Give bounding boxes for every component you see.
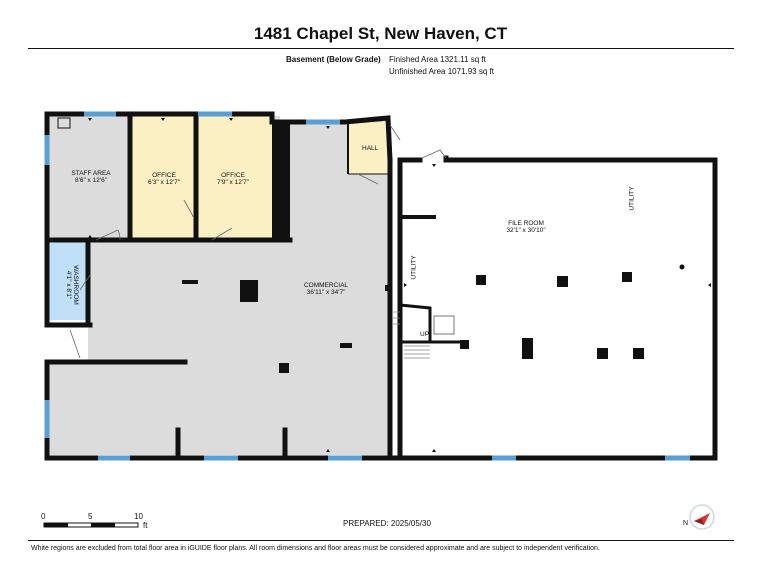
room-name: OFFICE (221, 172, 245, 179)
room-name: OFFICE (152, 172, 176, 179)
room-fill-commercial (48, 120, 390, 455)
scale-unit: ft (143, 521, 148, 530)
room-staff-area: STAFF AREA 8'6" x 12'6" (70, 170, 112, 184)
room-fill-office-1 (130, 116, 196, 240)
room-office-2: OFFICE 7'9" x 12'7" (213, 172, 253, 186)
room-name: FILE ROOM (508, 220, 544, 227)
windows (44, 111, 690, 461)
room-fill-hall (348, 122, 388, 174)
room-dims: 4'1" x 8'1" (65, 270, 72, 300)
room-utility-right: UTILITY (628, 186, 636, 211)
room-commercial: COMMERCIAL 36'11" x 34'7" (300, 282, 352, 296)
page-title: 1481 Chapel St, New Haven, CT (253, 24, 508, 43)
room-dims: 7'9" x 12'7" (216, 179, 250, 186)
columns (57, 117, 685, 373)
footer-divider (28, 540, 734, 541)
room-name: COMMERCIAL (303, 282, 349, 289)
wall-stub (402, 215, 436, 219)
footer-disclaimer: White regions are excluded from total fl… (31, 545, 600, 552)
room-dims: 6'3" x 12'7" (147, 179, 181, 186)
doors (69, 124, 447, 359)
room-utility-left: UTILITY (410, 255, 418, 280)
room-washroom: WASHROOM 4'1" x 8'1" (65, 250, 79, 320)
stairs-up-label: UP (420, 331, 430, 338)
room-fill-office-2 (196, 116, 272, 240)
room-dims: 36'11" x 34'7" (306, 289, 346, 296)
room-dims: 8'6" x 12'6" (74, 177, 108, 184)
scale-tick-0: 0 (41, 512, 46, 521)
room-office-1: OFFICE 6'3" x 12'7" (144, 172, 184, 186)
room-name: WASHROOM (72, 265, 79, 305)
scale-tick-10: 10 (134, 512, 143, 521)
level-name: Basement (Below Grade) (286, 55, 381, 64)
room-hall: HALL (362, 145, 379, 152)
stair-treads (392, 311, 430, 359)
compass-label: N (683, 520, 689, 527)
unfinished-area: Unfinished Area 1071.93 sq ft (389, 67, 494, 76)
scale-bar (43, 522, 139, 528)
compass-icon: N (683, 503, 718, 538)
room-fill-washroom (48, 240, 88, 320)
scale-tick-5: 5 (88, 512, 93, 521)
prepared-date: PREPARED: 2025/05/30 (343, 519, 431, 528)
room-name: STAFF AREA (71, 170, 111, 177)
stair-walls (399, 303, 460, 344)
finished-area: Finished Area 1321.11 sq ft (389, 55, 486, 64)
dimension-markers (88, 118, 711, 452)
room-file-room: FILE ROOM 32'1" x 30'10" (500, 220, 552, 234)
stair-landing (433, 315, 455, 335)
header-divider (28, 48, 734, 49)
wall-block (272, 120, 290, 240)
room-dims: 32'1" x 30'10" (506, 227, 546, 234)
